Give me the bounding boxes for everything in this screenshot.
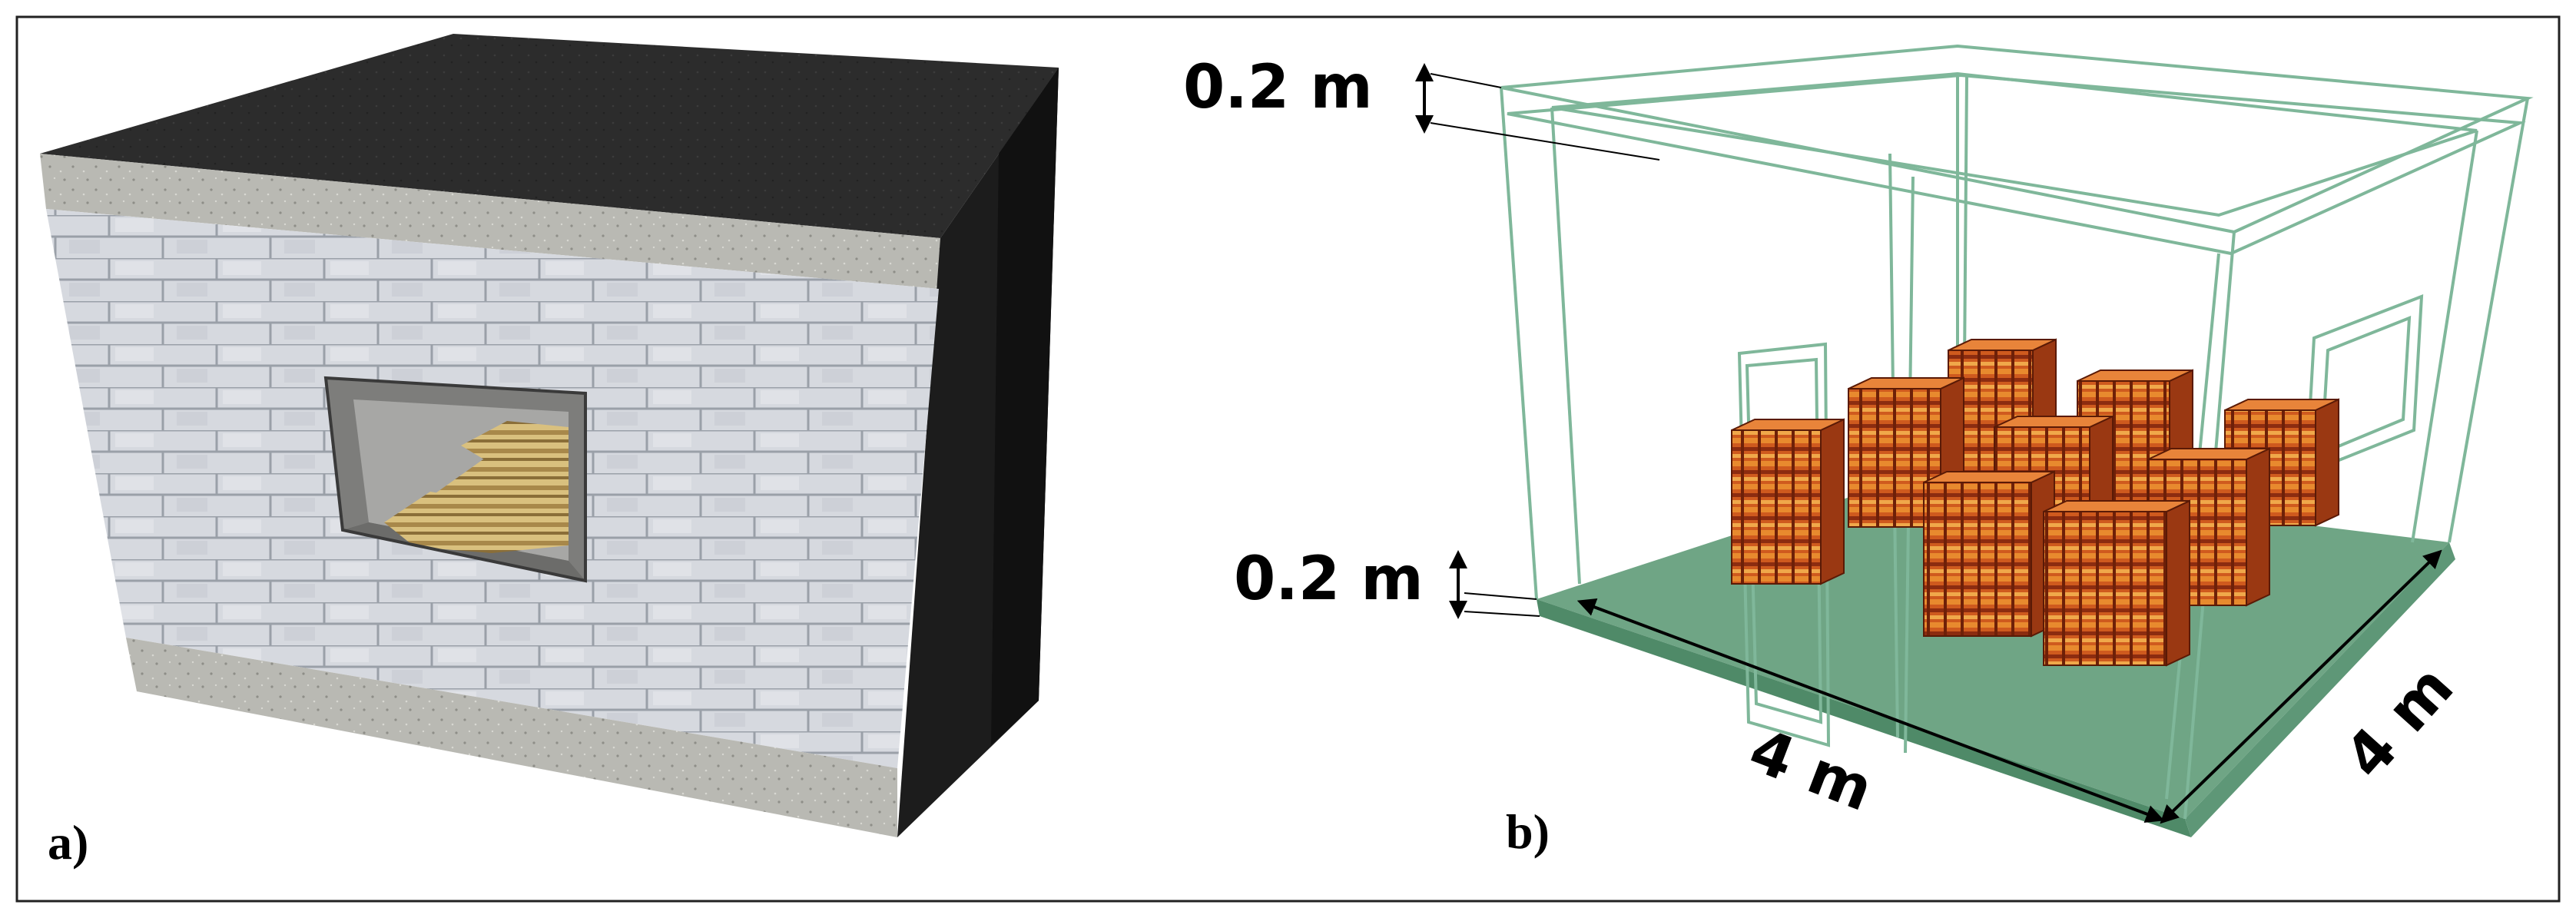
pallet-stack-top: [2147, 448, 2270, 460]
width-dim-arrow: [1576, 598, 2165, 824]
pallet-stack-top: [1731, 419, 1845, 431]
ceiling-thickness-label: 0.2 m: [1183, 53, 1373, 122]
opening-rim: [323, 376, 587, 583]
panel-a-label: a): [48, 815, 88, 870]
dimension-lines: [1415, 63, 2442, 824]
pallet-stack-top: [2043, 500, 2190, 512]
roof-slab-top: [40, 34, 1059, 238]
panel-b-label: b): [1506, 804, 1550, 859]
panel-a: a): [40, 34, 1059, 870]
pallet-stack-front: [1731, 429, 1822, 585]
figure-frame: [15, 15, 2561, 903]
pallet-stack: [1731, 418, 1845, 585]
width-label: 4 m: [1740, 716, 1881, 825]
pallet-stack-top: [2224, 399, 2339, 411]
pallet-stack-top: [1923, 471, 2055, 483]
side-wall-shade: [991, 68, 1059, 745]
pallet-stack: [1923, 470, 2055, 638]
depth-dim-arrow: [2160, 549, 2442, 824]
depth-label: 4 m: [2332, 653, 2467, 792]
panel-b: 0.2 m 0.2 m 4 m 4 m b): [1183, 44, 2534, 859]
pallet-stack-side: [2246, 447, 2270, 607]
pallet-stack-side: [1820, 418, 1845, 585]
pallet-stack-front: [2043, 511, 2167, 666]
pallet-stack-top: [2077, 370, 2193, 382]
pallet-stack-front: [1923, 482, 2032, 637]
floor-slab-edge: [126, 638, 897, 837]
pallet-stack-top: [1948, 339, 2057, 351]
pallet-stack-side: [2315, 398, 2339, 527]
pallet-stack-top: [1848, 377, 1964, 389]
pallets-in-opening-3: [384, 492, 492, 553]
pallets-in-opening-2: [461, 421, 569, 469]
floor-thickness-label: 0.2 m: [1234, 545, 1424, 614]
pallet-stack: [2043, 499, 2190, 667]
roof-slab-edge: [40, 154, 940, 289]
pallet-stack-top: [1994, 416, 2114, 428]
pallet-stacks: [1731, 338, 2339, 667]
pallet-stack-side: [2166, 499, 2190, 667]
